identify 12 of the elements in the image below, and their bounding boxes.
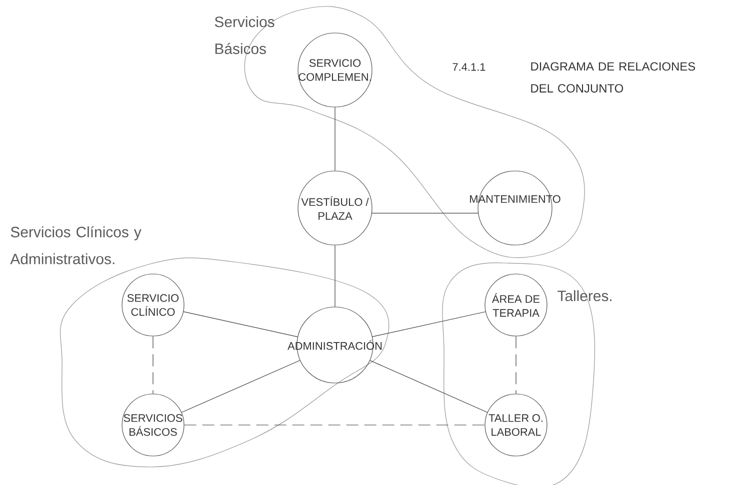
connector-line — [372, 311, 486, 338]
connector-line — [184, 424, 485, 426]
section-number: 7.4.1.1 — [452, 63, 486, 71]
connector-line — [372, 212, 478, 214]
connector-line — [152, 336, 154, 394]
connector-line — [183, 311, 298, 338]
node-label: Servicios Clínicos y — [10, 226, 142, 240]
connector-line — [370, 360, 488, 413]
diagram-title: DIAGRAMA DE RELACIONES DEL CONJUNTO — [531, 62, 696, 93]
connector-line — [181, 360, 300, 413]
connector-line — [334, 245, 336, 307]
connector-line — [334, 107, 336, 171]
